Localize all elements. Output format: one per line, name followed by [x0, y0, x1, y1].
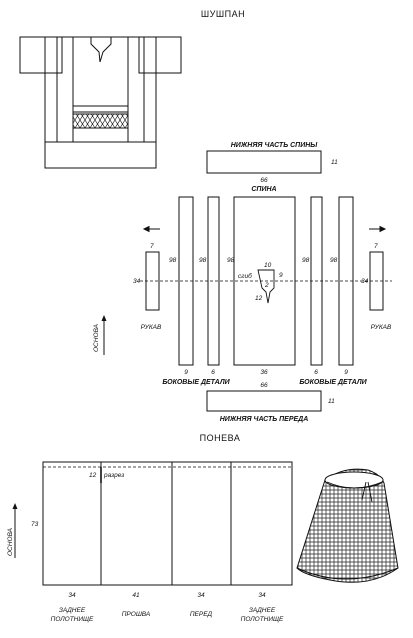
neck-cutout [257, 269, 275, 304]
back-label: СПИНА [251, 186, 276, 193]
side-panels-label-left: БОКОВЫЕ ДЕТАЛИ [162, 379, 230, 386]
sleeve-right-width: 7 [374, 243, 378, 250]
side-right-wide-width: 9 [344, 369, 348, 376]
sleeve-right-length: 34 [361, 278, 369, 285]
fold-label: сгиб [238, 272, 252, 280]
panel-4-name-line2: ПОЛОТНИЩЕ [241, 616, 284, 623]
poneva-slit-label: разрез [103, 472, 124, 479]
poneva-title: ПОНЕВА [200, 433, 241, 443]
grain-label: ОСНОВА [93, 324, 100, 352]
sleeve-left-length: 34 [133, 278, 141, 285]
panel-1-width: 34 [68, 592, 76, 599]
side-left-wide-height: 98 [169, 257, 177, 264]
side-left-wide-width: 9 [184, 369, 188, 376]
side-left-narrow-height: 98 [199, 257, 207, 264]
side-panels-label-right: БОКОВЫЕ ДЕТАЛИ [299, 379, 367, 386]
poneva-piece [42, 461, 293, 586]
side-left-narrow-width: 6 [211, 369, 215, 376]
side-right-wide-height: 98 [330, 257, 338, 264]
side-right-narrow-height: 98 [302, 257, 310, 264]
lower-front-width: 66 [260, 382, 268, 389]
shushpan-title: ШУШПАН [201, 9, 245, 19]
panel-1-name-line2: ПОЛОТНИЩЕ [51, 616, 94, 623]
shushpan-illustration [19, 36, 182, 169]
sleeve-right-label: РУКАВ [371, 324, 392, 331]
back-height: 98 [227, 257, 235, 264]
neck-top-value: 10 [264, 262, 272, 269]
panel-4-name-line1: ЗАДНЕЕ [249, 607, 276, 614]
lower-front-height: 11 [328, 398, 335, 405]
lower-front-piece [206, 390, 322, 412]
lower-back-width: 66 [260, 177, 268, 184]
neck-slit-value: 12 [255, 295, 263, 302]
panel-2-width: 41 [132, 592, 140, 599]
sleeve-left-width: 7 [150, 243, 154, 250]
neck-depth-value: 2 [264, 282, 269, 289]
lower-back-height: 11 [331, 159, 338, 166]
panel-1-name-line1: ЗАДНЕЕ [59, 607, 86, 614]
panel-3-width: 34 [197, 592, 205, 599]
lower-back-piece [206, 150, 322, 174]
panel-2-name: ПРОШВА [122, 611, 151, 618]
poneva-grain-label: ОСНОВА [7, 528, 14, 556]
poneva-illustration [296, 468, 399, 583]
side-right-narrow-width: 6 [314, 369, 318, 376]
neck-right-value: 9 [279, 272, 283, 279]
lower-front-label: НИЖНЯЯ ЧАСТЬ ПЕРЕДА [220, 416, 309, 423]
panel-4-width: 34 [258, 592, 266, 599]
poneva-slit-value: 12 [89, 472, 97, 479]
back-width: 36 [260, 369, 268, 376]
sleeve-left-label: РУКАВ [141, 324, 162, 331]
lower-back-label: НИЖНЯЯ ЧАСТЬ СПИНЫ [231, 142, 319, 149]
poneva-height: 73 [31, 521, 39, 528]
panel-3-name: ПЕРЕД [190, 611, 213, 618]
